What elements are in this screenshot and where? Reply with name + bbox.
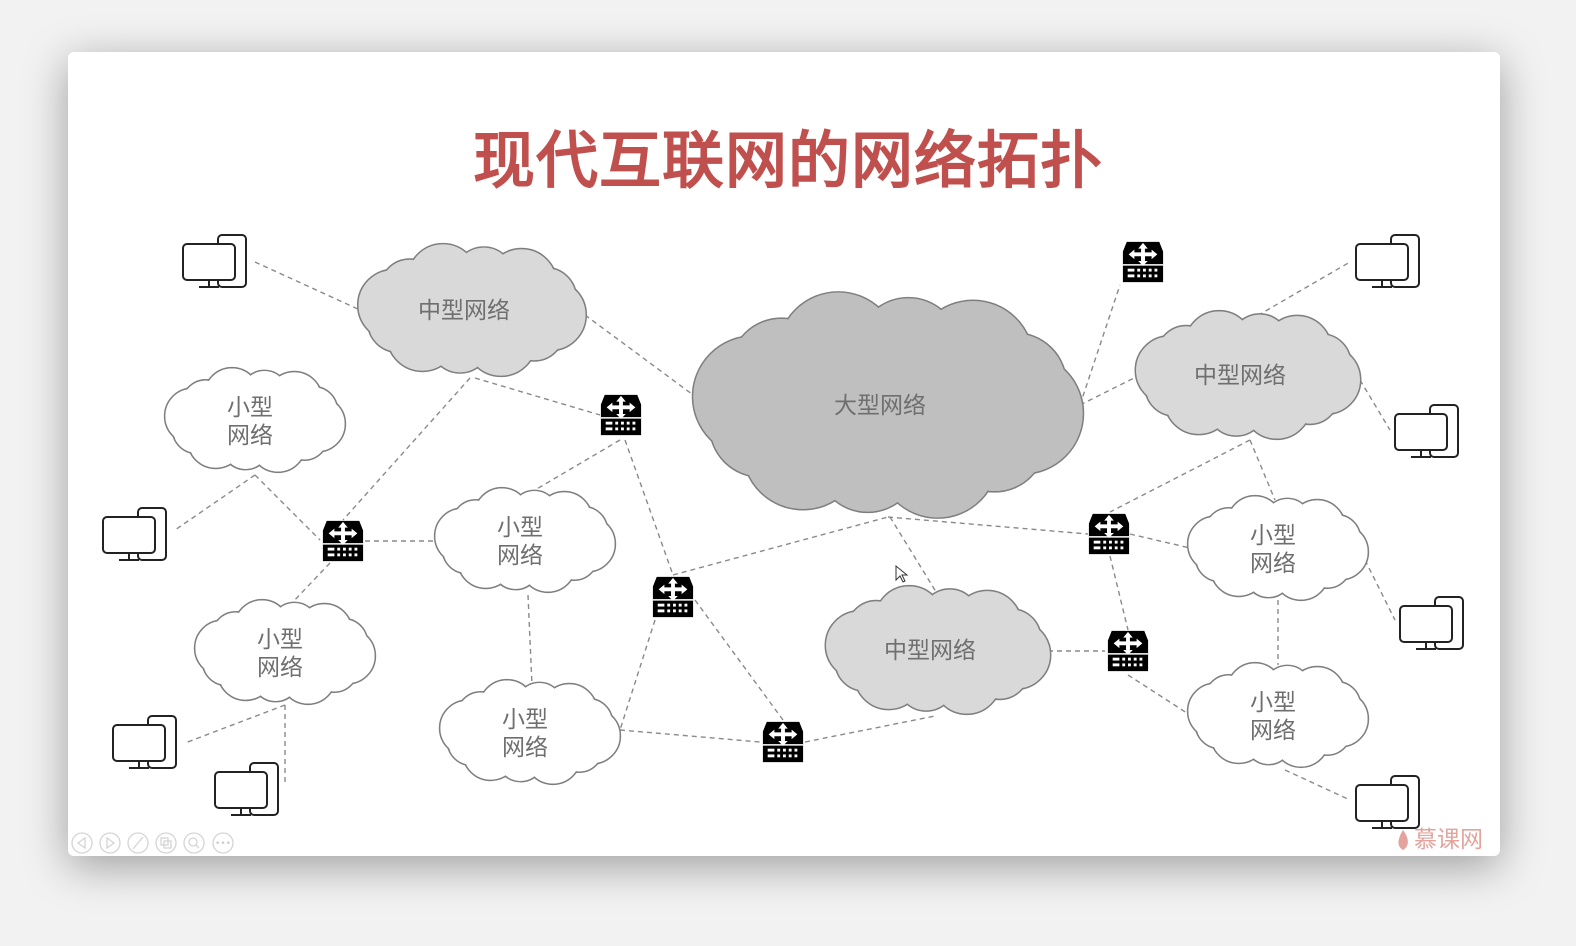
zoom-button[interactable] (183, 832, 205, 854)
previous-button[interactable] (71, 832, 93, 854)
cloud-label: 网络 (502, 735, 548, 761)
more-icon: ••• (215, 839, 231, 849)
cloud-label: 小型 (497, 515, 543, 541)
router-icon (1088, 513, 1130, 555)
cloud-label: 小型 (1250, 690, 1296, 716)
slide-title: 现代互联网的网络拓扑 (473, 124, 1103, 197)
cloud-label: 网络 (227, 423, 273, 449)
connection-line (1127, 674, 1191, 716)
cloud-label: 网络 (497, 543, 543, 569)
connection-line (1249, 261, 1351, 321)
cloud-label: 小型 (502, 707, 548, 733)
connection-line (887, 516, 1089, 535)
connection-line (474, 377, 601, 416)
previous-icon (76, 836, 86, 850)
connection-line (1079, 284, 1121, 406)
connection-line (1109, 555, 1129, 631)
cloud-label: 网络 (1250, 551, 1296, 577)
pen-icon (132, 836, 144, 850)
connection-line (527, 594, 533, 686)
connection-line (1079, 374, 1141, 406)
router-icon (762, 721, 804, 763)
flame-icon (1398, 830, 1408, 850)
connection-line (672, 516, 889, 576)
pen-button[interactable] (127, 832, 149, 854)
connection-line (804, 715, 936, 743)
medium-network-cloud: 中型网络 (824, 584, 1052, 716)
cloud-label: 中型网络 (1194, 363, 1286, 389)
cloud-label: 小型 (257, 627, 303, 653)
connection-line (1249, 439, 1276, 501)
connection-line (619, 729, 761, 743)
cloud-label: 大型网络 (834, 393, 926, 419)
slide-controls: ••• (71, 832, 234, 854)
cloud-label: 小型 (1250, 523, 1296, 549)
connection-line (174, 474, 256, 531)
connection-line (1284, 769, 1351, 801)
cloud-label: 网络 (257, 655, 303, 681)
connection-line (584, 314, 701, 401)
next-icon (106, 836, 116, 850)
zoom-icon (188, 837, 198, 847)
connection-line (694, 599, 784, 721)
connection-line (889, 516, 939, 596)
connection-line (619, 619, 656, 731)
router-icon (600, 394, 642, 436)
large-network-cloud: 大型网络 (691, 291, 1085, 519)
medium-network-cloud: 中型网络 (356, 242, 588, 378)
cloud-label: 中型网络 (884, 638, 976, 664)
connection-line (534, 439, 621, 491)
connection-line (1364, 559, 1396, 621)
cloud-label: 网络 (1250, 718, 1296, 744)
next-button[interactable] (99, 832, 121, 854)
router-icon (322, 520, 364, 562)
connection-line (1129, 533, 1191, 549)
router-icon (652, 576, 694, 618)
connection-line (254, 474, 321, 541)
connection-line (289, 562, 331, 606)
connection-line (254, 261, 361, 311)
mouse-cursor-icon (895, 564, 909, 583)
router-icon (1107, 630, 1149, 672)
medium-network-cloud: 中型网络 (1134, 309, 1362, 441)
connection-line (624, 439, 674, 576)
watermark: 慕课网 (1398, 827, 1483, 853)
cloud-label: 中型网络 (418, 298, 510, 324)
connection-line (342, 377, 471, 521)
watermark-text: 慕课网 (1414, 827, 1483, 853)
more-button[interactable]: ••• (212, 832, 234, 854)
connection-line (1359, 379, 1391, 431)
slides-button[interactable] (155, 832, 177, 854)
router-icon (1122, 241, 1164, 283)
connection-lines (174, 261, 1396, 801)
cloud-label: 小型 (227, 395, 273, 421)
